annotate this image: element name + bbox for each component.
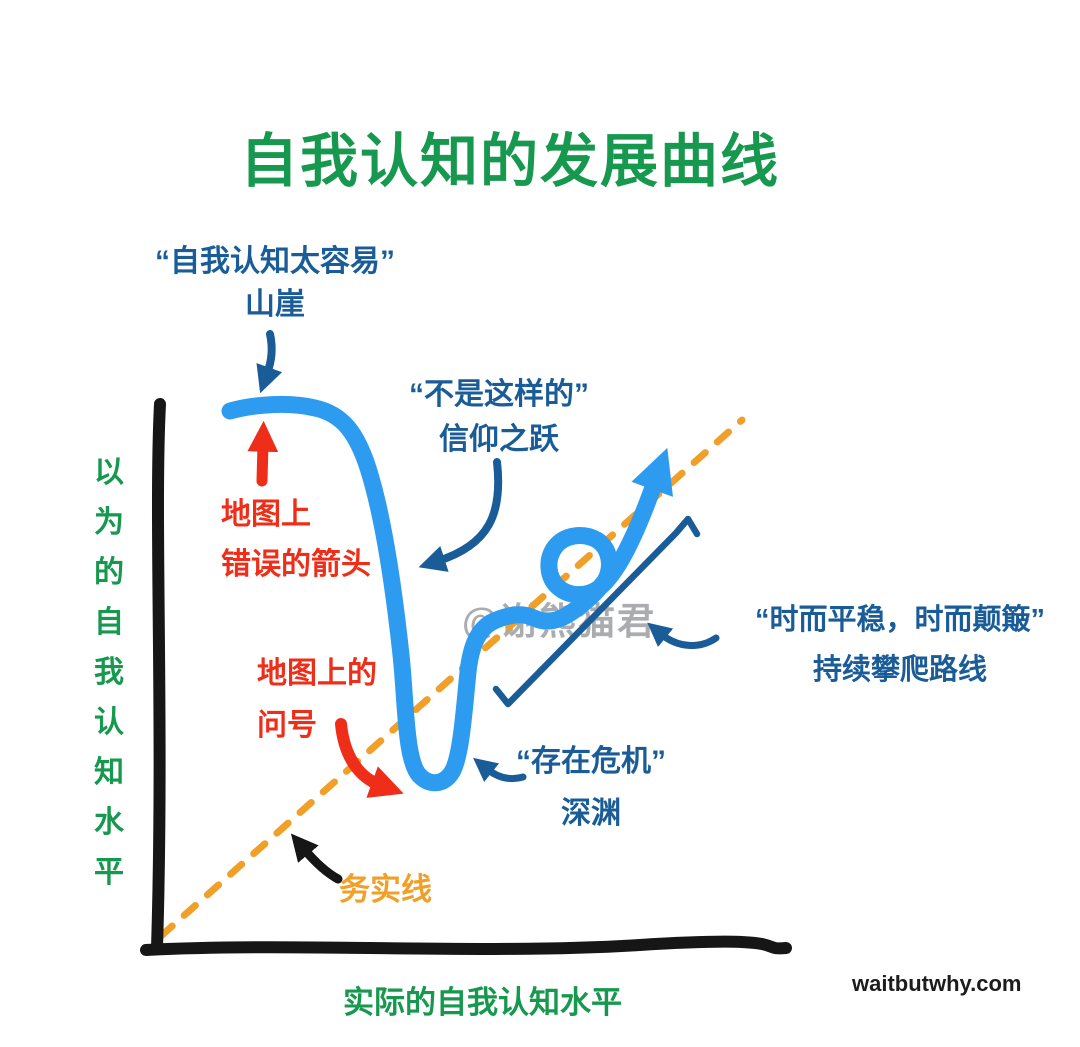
annotation-question-line1: 地图上的 bbox=[257, 657, 377, 690]
annotation-wrong-line1: 地图上 bbox=[221, 498, 311, 531]
question-mark-arrow bbox=[335, 718, 404, 798]
annotation-leap-of-faith: “不是这样的” 信仰之跃 bbox=[349, 372, 649, 462]
wrong-map-arrow bbox=[247, 420, 279, 487]
x-axis bbox=[140, 935, 792, 956]
annotation-wrong-line2: 错误的箭头 bbox=[221, 548, 371, 581]
annotation-cliff: “自我认知太容易” 山崖 bbox=[125, 240, 425, 326]
annotation-question-line2: 问号 bbox=[257, 709, 317, 742]
page-title: 自我认知的发展曲线 bbox=[239, 129, 780, 194]
annotation-cliff-quote: “自我认知太容易” bbox=[155, 245, 395, 278]
annotation-pragmatic-line-label: 务实线 bbox=[339, 872, 432, 907]
cliff-pointer-arrow bbox=[256, 330, 283, 394]
annotation-climb-name: 持续攀爬路线 bbox=[812, 654, 987, 686]
pragmatic-line-pointer-arrow bbox=[290, 833, 343, 884]
bumpy-climb-route-line bbox=[492, 515, 701, 708]
y-axis bbox=[151, 398, 166, 954]
annotation-map-question-mark: 地图上的 问号 bbox=[257, 648, 377, 752]
x-axis-label: 实际的自我认知水平 bbox=[343, 985, 622, 1020]
annotation-leap-quote: “不是这样的” bbox=[409, 378, 589, 411]
y-axis-label: 以为的自我认知水平 bbox=[94, 456, 124, 889]
climb-pointer-arrow bbox=[647, 622, 720, 649]
leap-of-faith-arrow bbox=[418, 458, 503, 572]
annotation-climb-quote: “时而平稳，时而颠簸” bbox=[754, 604, 1045, 636]
annotation-crisis-name: 深渊 bbox=[561, 797, 621, 830]
annotation-wrong-map-arrow: 地图上 错误的箭头 bbox=[221, 490, 371, 590]
credit-waitbutwhy: waitbutwhy.com bbox=[852, 971, 1022, 996]
annotation-leap-name: 信仰之跃 bbox=[439, 423, 559, 456]
annotation-crisis-quote: “存在危机” bbox=[516, 745, 666, 778]
annotation-existential-crisis: “存在危机” 深渊 bbox=[441, 736, 741, 840]
annotation-continuous-climb: “时而平稳，时而颠簸” 持续攀爬路线 bbox=[723, 595, 1077, 695]
abyss-pointer-arrow bbox=[473, 757, 527, 783]
self-awareness-curve bbox=[221, 395, 673, 792]
annotation-cliff-name: 山崖 bbox=[245, 288, 305, 321]
